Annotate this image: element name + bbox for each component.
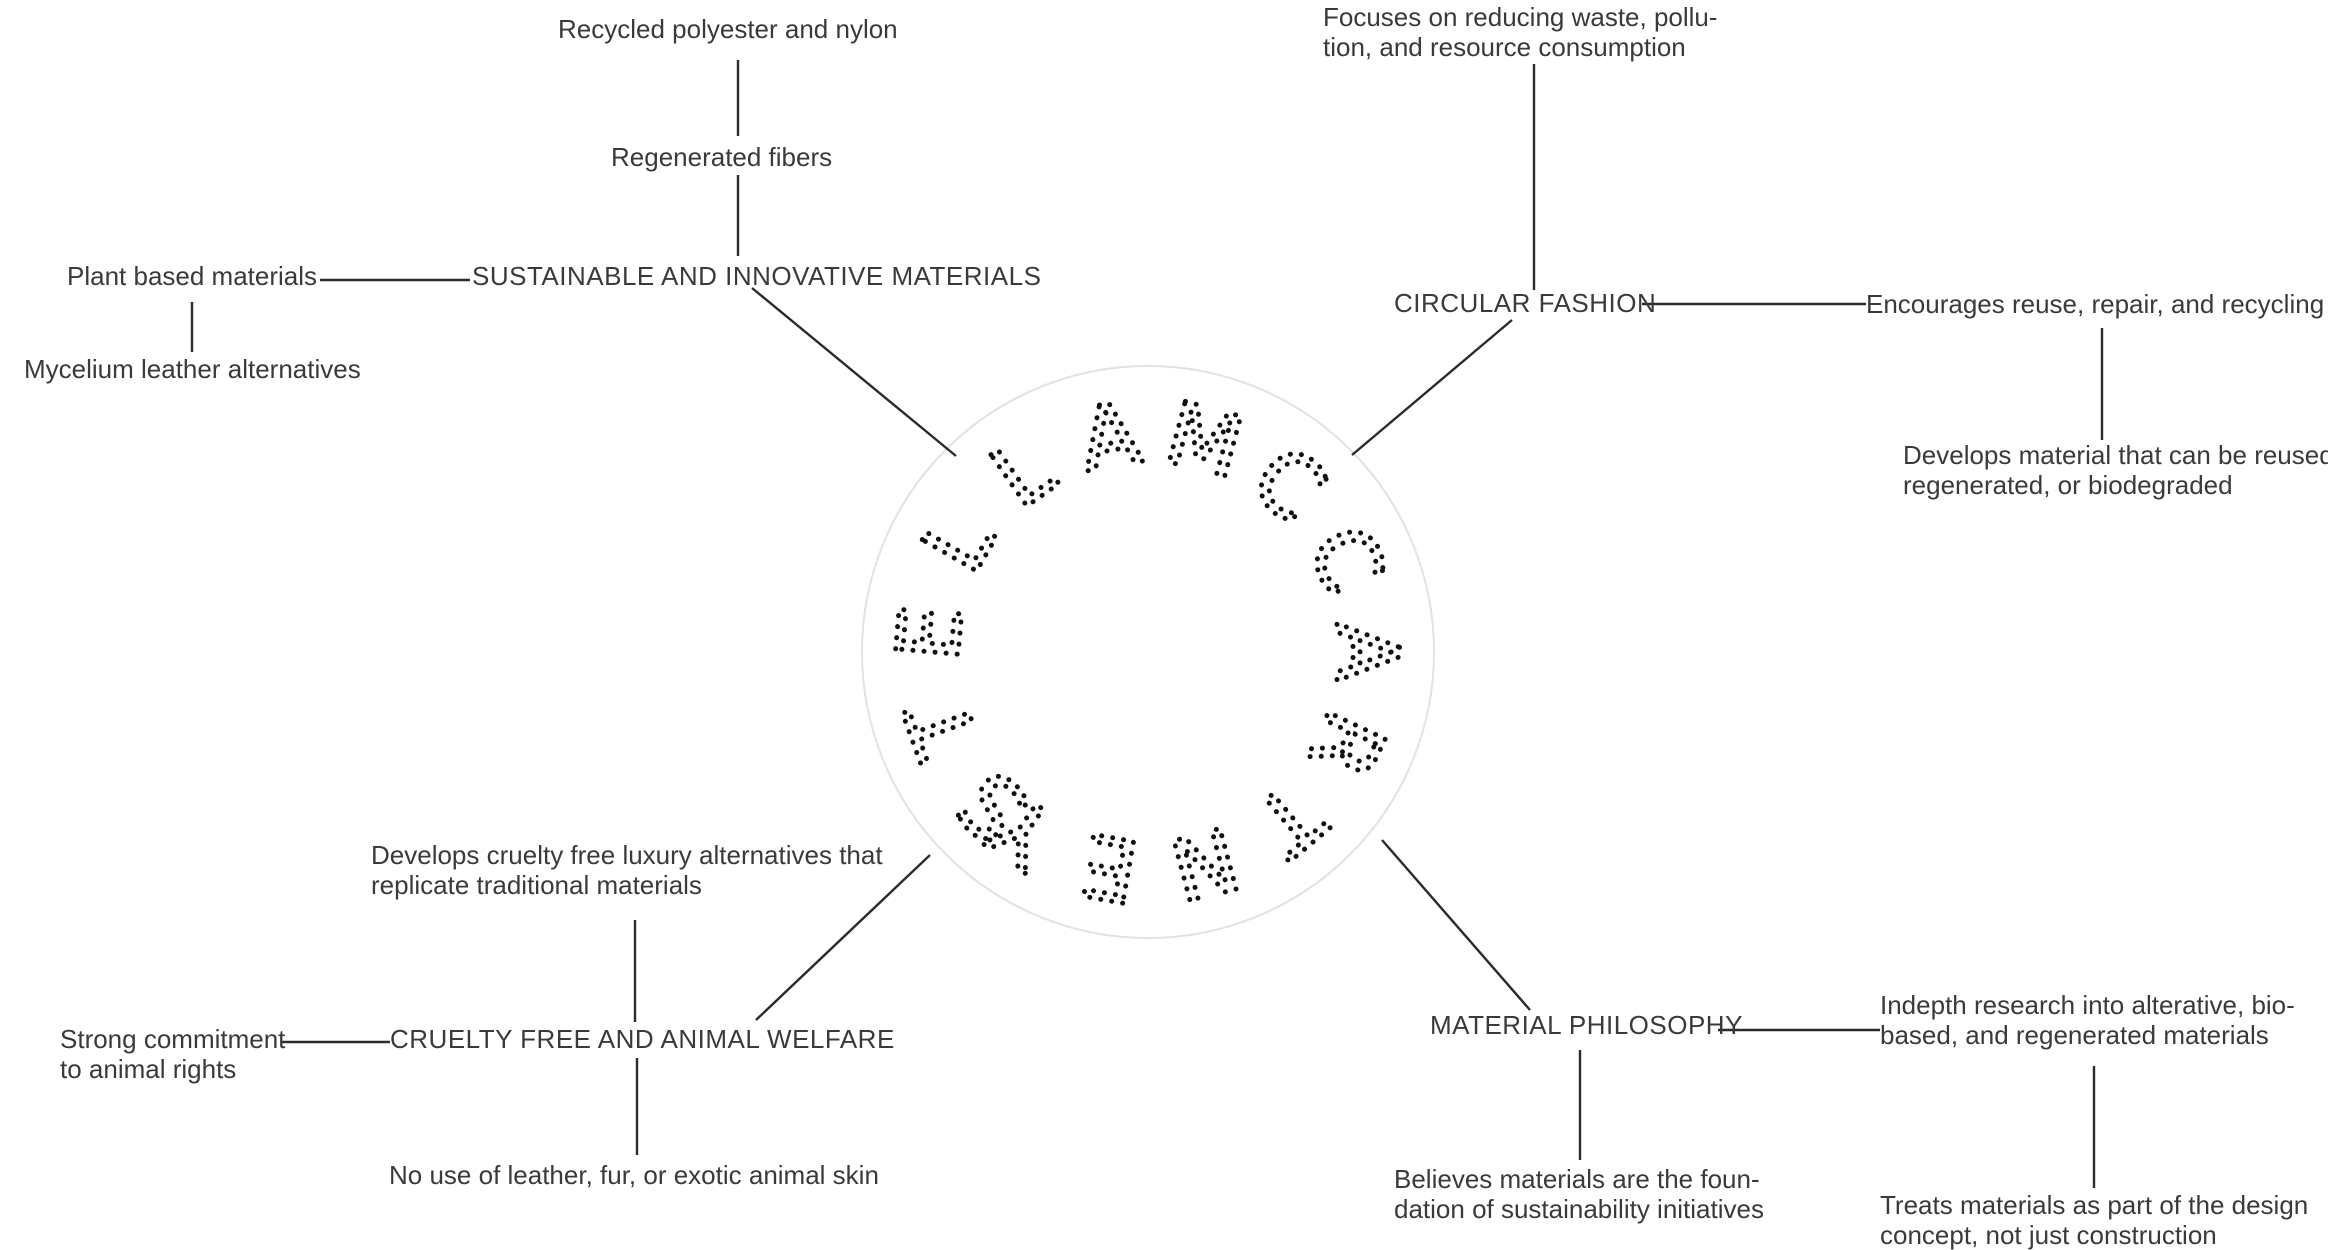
hub-sustainable-materials: SUSTAINABLE AND INNOVATIVE MATERIALS xyxy=(472,261,1042,291)
detail-commitment-line1: Strong commitment xyxy=(60,1024,286,1054)
connector-center-material xyxy=(1381,839,1531,1011)
detail-develops-luxury: Develops cruelty free luxury alternative… xyxy=(371,840,883,900)
hub-material-philosophy: MATERIAL PHILOSOPHY xyxy=(1430,1010,1743,1040)
center-letter: C xyxy=(1288,512,1404,609)
connector-lines xyxy=(190,60,2104,1188)
connector-center-cruelty xyxy=(755,854,931,1021)
detail-treats-line1: Treats materials as part of the design xyxy=(1880,1190,2309,1220)
detail-believes-line1: Believes materials are the foun- xyxy=(1394,1164,1760,1194)
detail-develops-luxury-line2: replicate traditional materials xyxy=(371,870,702,900)
detail-recycled: Recycled polyester and nylon xyxy=(558,14,898,44)
center-letter: T xyxy=(887,684,999,769)
detail-no-use: No use of leather, fur, or exotic animal… xyxy=(389,1160,879,1190)
detail-focuses: Focuses on reducing waste, pollu- tion, … xyxy=(1323,2,1718,62)
center-letter: L xyxy=(975,419,1072,528)
detail-develops-luxury-line1: Develops cruelty free luxury alternative… xyxy=(371,840,883,870)
center-letter: E xyxy=(1075,813,1146,921)
detail-treats: Treats materials as part of the design c… xyxy=(1880,1190,2308,1250)
center-letter: R xyxy=(1288,696,1404,792)
center-letter: E xyxy=(879,602,983,665)
detail-commitment: Strong commitment to animal rights xyxy=(60,1024,285,1084)
detail-mycelium: Mycelium leather alternatives xyxy=(24,354,361,384)
center-letter: M xyxy=(1156,384,1254,500)
detail-develops-material: Develops material that can be reused, re… xyxy=(1903,440,2328,500)
detail-indepth-line2: based, and regenerated materials xyxy=(1880,1020,2269,1050)
center-letter: T xyxy=(1235,763,1341,874)
detail-develops-material-line2: regenerated, or biodegraded xyxy=(1903,470,2233,500)
connector-center-circular xyxy=(1351,319,1513,456)
center-letter: A xyxy=(1316,623,1416,682)
connector-center-sustainable xyxy=(751,287,957,457)
detail-believes: Believes materials are the foun- dation … xyxy=(1394,1164,1764,1224)
hub-cruelty-free: CRUELTY FREE AND ANIMAL WELFARE xyxy=(390,1024,895,1054)
detail-treats-line2: concept, not just construction xyxy=(1880,1220,2217,1250)
center-letter: L xyxy=(904,497,1015,589)
center-letter: C xyxy=(1233,427,1343,542)
center-circle xyxy=(861,365,1435,939)
detail-regenerated: Regenerated fibers xyxy=(611,142,833,172)
detail-develops-material-line1: Develops material that can be reused, xyxy=(1903,440,2328,470)
detail-encourages: Encourages reuse, repair, and recycling xyxy=(1866,289,2325,319)
center-letter: A xyxy=(1072,383,1147,492)
detail-focuses-line2: tion, and resource consumption xyxy=(1323,32,1686,62)
detail-focuses-line1: Focuses on reducing waste, pollu- xyxy=(1323,2,1718,32)
detail-indepth: Indepth research into alterative, bio- b… xyxy=(1880,990,2295,1050)
detail-believes-line2: dation of sustainability initiatives xyxy=(1394,1194,1764,1224)
detail-commitment-line2: to animal rights xyxy=(60,1054,237,1084)
detail-plant-based: Plant based materials xyxy=(67,261,318,291)
detail-indepth-line1: Indepth research into alterative, bio- xyxy=(1880,990,2295,1020)
hub-circular-fashion: CIRCULAR FASHION xyxy=(1394,288,1657,318)
center-letter: N xyxy=(1160,806,1248,919)
